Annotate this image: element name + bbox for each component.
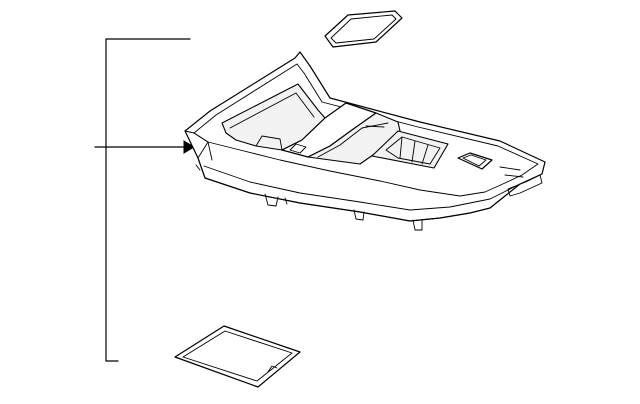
- callout-bracket: [94, 38, 195, 362]
- bottom-mat: [174, 325, 301, 388]
- console-panel: [184, 51, 546, 231]
- arrow-right-icon: [183, 140, 195, 154]
- top-cover-pad: [324, 10, 403, 48]
